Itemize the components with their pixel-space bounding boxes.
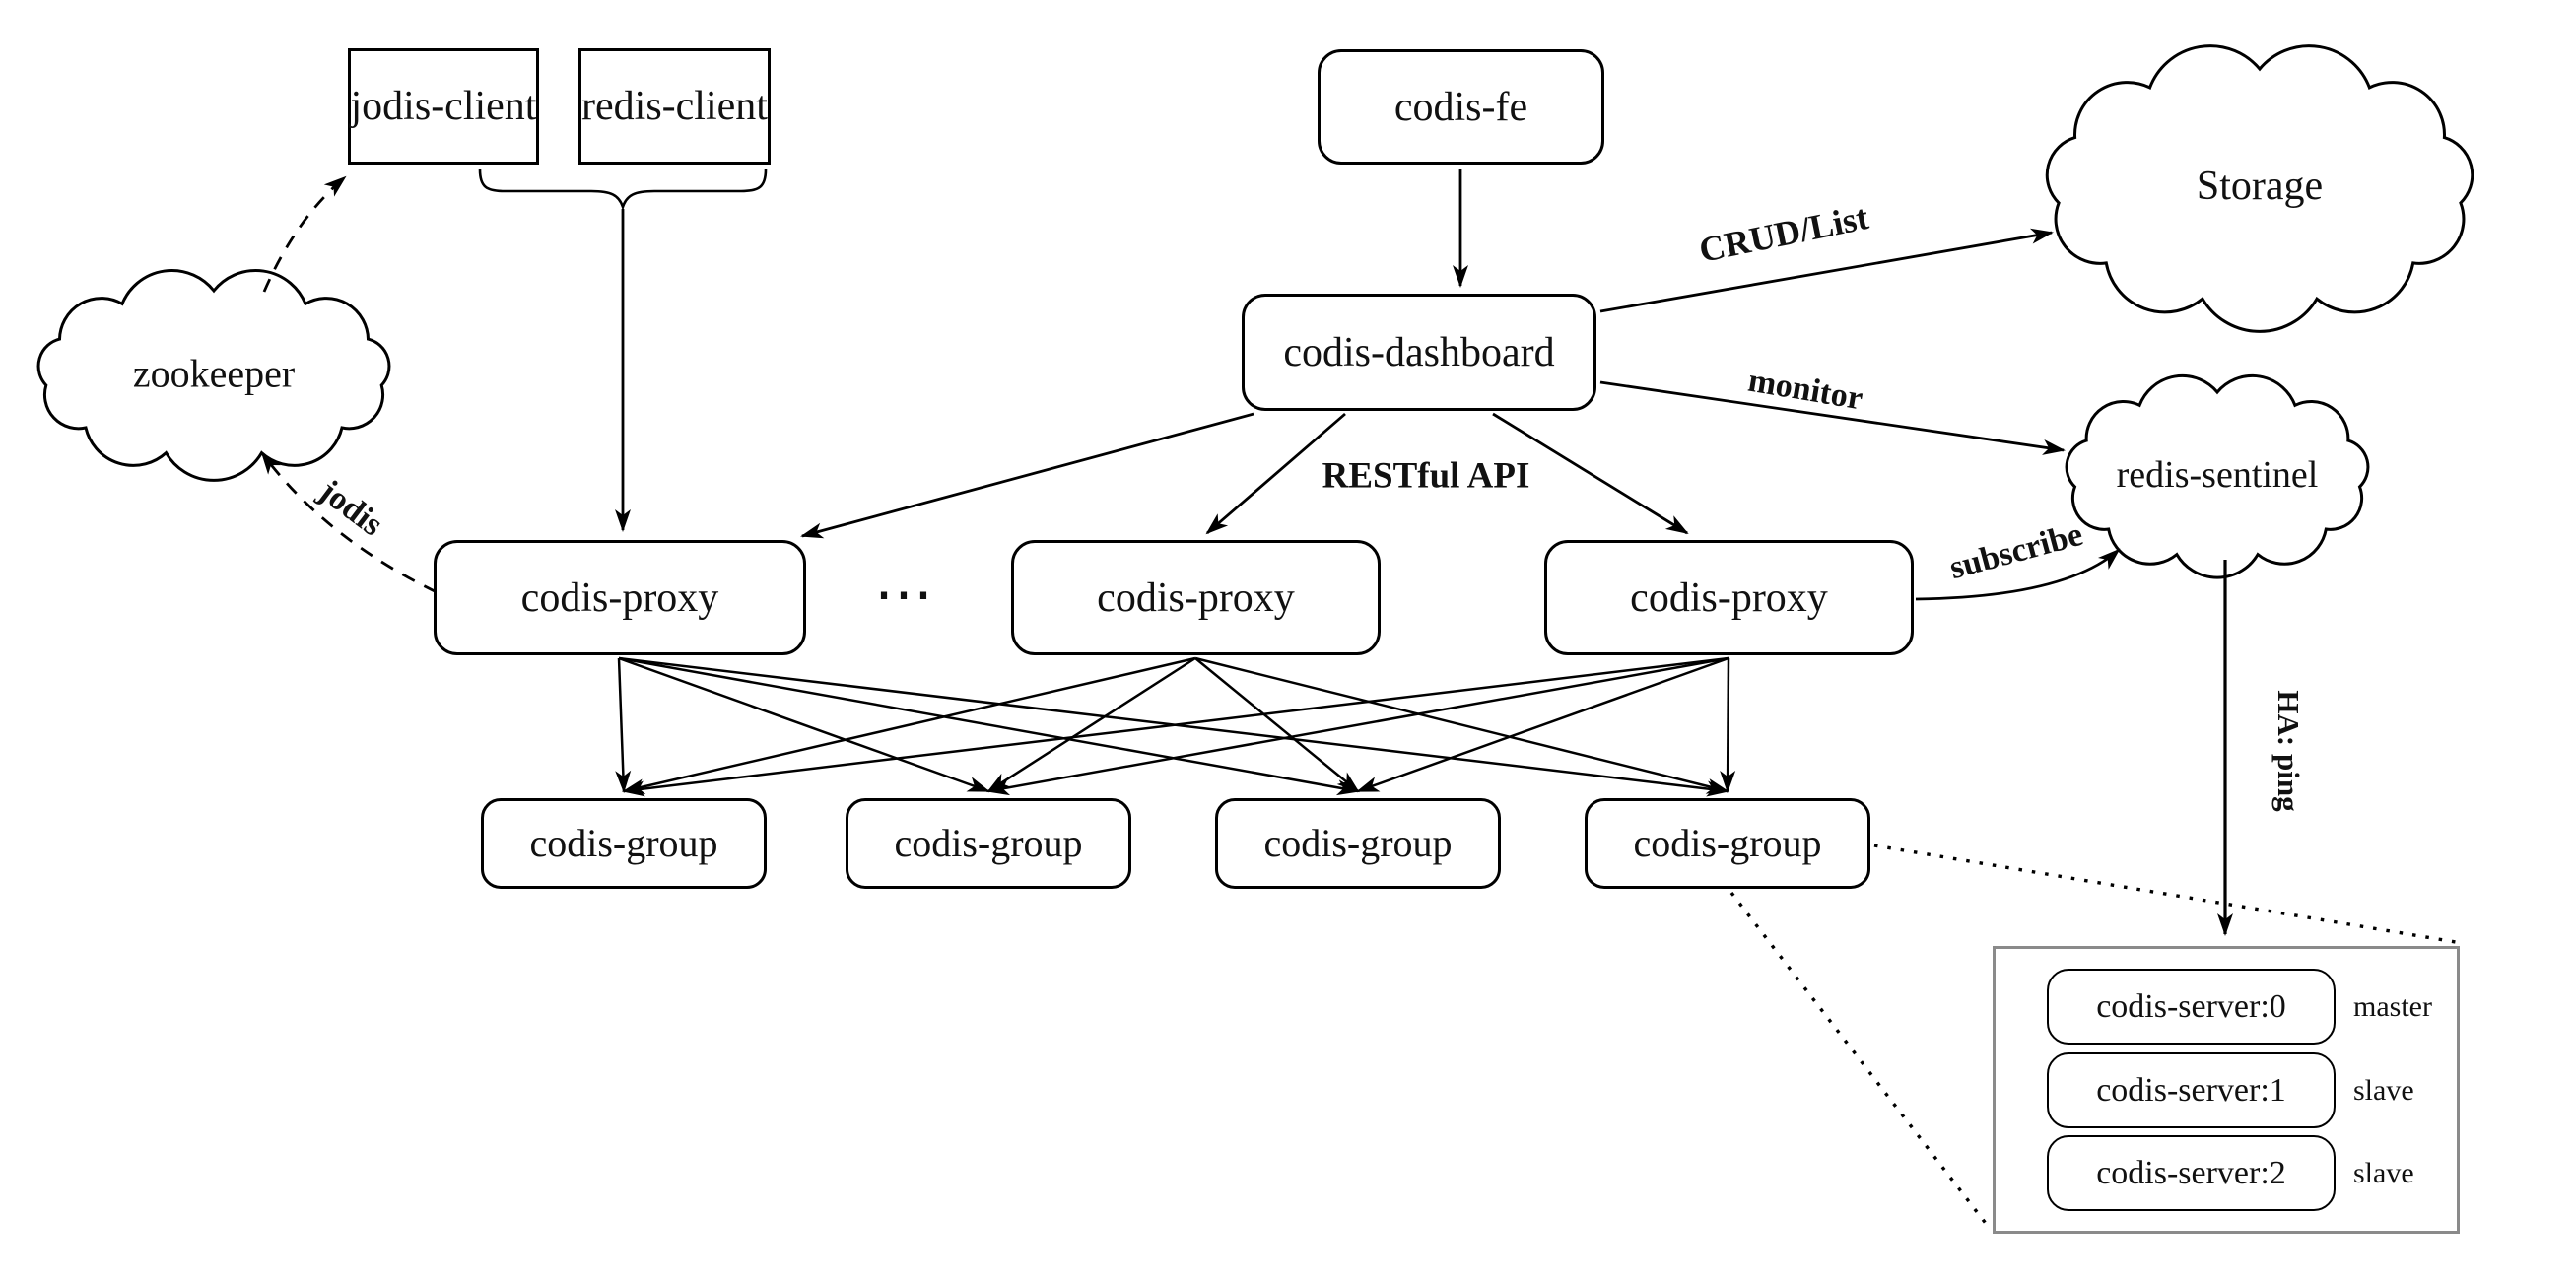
- zookeeper-cloud-shape: [36, 269, 391, 482]
- node-codis-server-1: codis-server:1: [2047, 1052, 2336, 1128]
- zookeeper-cloud-label: zookeeper: [132, 351, 296, 396]
- node-jodis-client-label: jodis-client: [350, 84, 537, 129]
- node-jodis-client: jodis-client: [348, 48, 539, 165]
- server-1-role-label: slave: [2353, 1074, 2414, 1107]
- node-redis-client-label: redis-client: [581, 84, 768, 129]
- node-codis-server-2-label: codis-server:2: [2096, 1154, 2286, 1191]
- node-codis-server-1-label: codis-server:1: [2096, 1071, 2286, 1109]
- edge-proxy3-to-sentinel: [1915, 548, 2121, 601]
- node-codis-group-2-label: codis-group: [894, 821, 1083, 865]
- proxy-ellipsis: ⋯: [874, 562, 939, 627]
- node-codis-group-4-label: codis-group: [1633, 821, 1822, 865]
- node-codis-group-2: codis-group: [846, 798, 1131, 889]
- edge-dashboard-to-proxy3: [1492, 412, 1689, 535]
- node-codis-server-0-label: codis-server:0: [2096, 987, 2286, 1025]
- node-redis-client: redis-client: [578, 48, 771, 165]
- node-codis-group-1: codis-group: [481, 798, 767, 889]
- edge-zookeeper-to-jodis-client: [262, 175, 347, 293]
- dotted-link-group4-top: [1873, 844, 2457, 944]
- node-codis-fe: codis-fe: [1318, 49, 1604, 165]
- node-codis-proxy-3-label: codis-proxy: [1630, 574, 1828, 621]
- edge-dashboard-to-storage: [1599, 228, 2054, 313]
- node-codis-group-1-label: codis-group: [529, 821, 718, 865]
- redis-sentinel-cloud-label: redis-sentinel: [2116, 454, 2319, 496]
- edge-label-restful-api: RESTful API: [1322, 455, 1530, 497]
- node-codis-proxy-1-label: codis-proxy: [520, 574, 719, 621]
- node-codis-proxy-2: codis-proxy: [1011, 540, 1381, 655]
- node-codis-proxy-2-label: codis-proxy: [1097, 574, 1295, 621]
- node-codis-group-3-label: codis-group: [1263, 821, 1453, 865]
- edge-dashboard-to-sentinel: [1599, 380, 2066, 455]
- node-codis-group-4: codis-group: [1585, 798, 1870, 889]
- node-codis-fe-label: codis-fe: [1393, 84, 1528, 130]
- edge-dashboard-to-proxy2: [1205, 412, 1346, 535]
- redis-sentinel-cloud-shape: [2065, 373, 2370, 579]
- dotted-link-group4-bottom: [1729, 891, 1993, 1232]
- node-codis-dashboard-label: codis-dashboard: [1283, 329, 1555, 375]
- node-codis-server-2: codis-server:2: [2047, 1135, 2336, 1211]
- node-codis-proxy-3: codis-proxy: [1544, 540, 1914, 655]
- storage-cloud-label: Storage: [2196, 164, 2324, 209]
- edge-label-ha-ping: HA: ping: [2271, 690, 2306, 812]
- clients-brace: [478, 169, 768, 212]
- node-codis-proxy-1: codis-proxy: [434, 540, 806, 655]
- storage-cloud-shape: [2045, 44, 2474, 333]
- node-codis-group-3: codis-group: [1215, 798, 1501, 889]
- edge-proxy1-to-zookeeper: [260, 451, 438, 594]
- node-codis-server-0: codis-server:0: [2047, 969, 2336, 1045]
- edge-dashboard-to-proxy1: [800, 412, 1254, 539]
- node-codis-dashboard: codis-dashboard: [1242, 294, 1596, 411]
- server-0-role-label: master: [2353, 990, 2432, 1023]
- proxy-group-mesh: [615, 656, 1736, 797]
- server-2-role-label: slave: [2353, 1157, 2414, 1189]
